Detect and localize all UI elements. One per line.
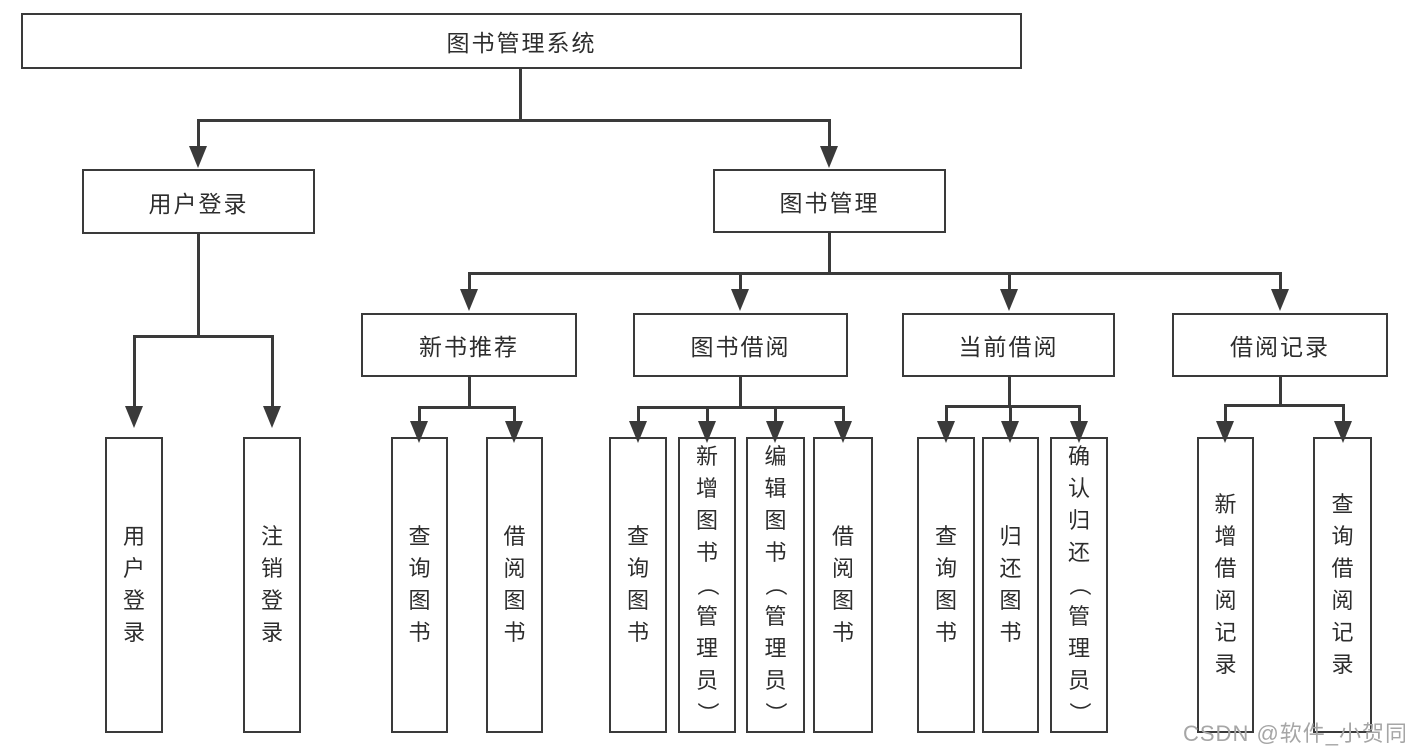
connector-root-stem xyxy=(519,68,522,121)
arrowhead-bb-edit xyxy=(766,421,784,443)
connector-arrow-shaft-current xyxy=(1008,272,1011,289)
leaf-query-books-borrowing: 查询图书 xyxy=(609,437,667,733)
arrowhead-bb-add xyxy=(698,421,716,443)
connector-arrow-shaft-rec-query xyxy=(1342,404,1345,422)
arrowhead-cb-query xyxy=(937,421,955,443)
arrowhead-bb-borrow xyxy=(834,421,852,443)
leaf-query-books-recommend: 查询图书 xyxy=(391,437,448,733)
node-new-book-recommendation: 新书推荐 xyxy=(361,313,577,377)
connector-arrow-shaft-borrowing xyxy=(739,272,742,289)
leaf-borrow-books-borrowing: 借阅图书 xyxy=(813,437,873,733)
leaf-confirm-return-admin: 确认归还（管理员） xyxy=(1050,437,1108,733)
connector-arrow-shaft-cb-confirm xyxy=(1078,405,1081,422)
arrowhead-records xyxy=(1271,289,1289,311)
connector-arrow-shaft-leaf-logout xyxy=(271,335,274,408)
connector-arrow-shaft-bb-add xyxy=(706,406,709,422)
watermark: CSDN @软件_小贺同学 xyxy=(1183,721,1405,746)
leaf-return-books: 归还图书 xyxy=(982,437,1039,733)
connector-arrow-shaft-cb-return xyxy=(1009,405,1012,422)
leaf-query-books-current: 查询图书 xyxy=(917,437,975,733)
connector-new-book-stem xyxy=(468,375,471,408)
connector-arrow-shaft-bb-edit xyxy=(774,406,777,422)
connector-arrow-shaft-nb-query xyxy=(418,406,421,422)
connector-arrow-shaft-bb-borrow xyxy=(842,406,845,422)
connector-arrow-shaft-new-book xyxy=(468,272,471,289)
leaf-add-books-admin: 新增图书（管理员） xyxy=(678,437,736,733)
node-book-management-branch: 图书管理 xyxy=(713,169,946,233)
connector-new-book-hline xyxy=(418,406,516,409)
leaf-borrow-books-recommend: 借阅图书 xyxy=(486,437,543,733)
node-borrowing-records: 借阅记录 xyxy=(1172,313,1388,377)
connector-arrow-shaft-records xyxy=(1279,272,1282,289)
arrowhead-current xyxy=(1000,289,1018,311)
leaf-query-borrow-record: 查询借阅记录 xyxy=(1313,437,1372,733)
arrowhead-leaf-logout xyxy=(263,406,281,428)
arrowhead-borrowing xyxy=(731,289,749,311)
connector-book-mgmt-hline xyxy=(468,272,1282,275)
connector-arrow-shaft-bb-query xyxy=(637,406,640,422)
connector-book-mgmt-stem xyxy=(828,231,831,274)
arrowhead-leaf-login xyxy=(125,406,143,428)
arrowhead-new-book xyxy=(460,289,478,311)
connector-arrow-shaft-book-mgmt xyxy=(828,119,831,146)
connector-records-hline xyxy=(1224,404,1344,407)
connector-arrow-shaft-nb-borrow xyxy=(513,406,516,422)
connector-current-stem xyxy=(1008,375,1011,407)
connector-arrow-shaft-rec-add xyxy=(1224,404,1227,422)
arrowhead-bb-query xyxy=(629,421,647,443)
arrowhead-book-mgmt xyxy=(820,146,838,168)
arrowhead-cb-confirm xyxy=(1070,421,1088,443)
node-current-borrowing: 当前借阅 xyxy=(902,313,1115,377)
connector-user-login-hline xyxy=(133,335,274,338)
connector-borrowing-stem xyxy=(739,375,742,408)
leaf-user-login: 用户登录 xyxy=(105,437,163,733)
connector-current-hline xyxy=(945,405,1081,408)
node-user-login-branch: 用户登录 xyxy=(82,169,315,234)
leaf-logout: 注销登录 xyxy=(243,437,301,733)
arrowhead-cb-return xyxy=(1001,421,1019,443)
connector-user-login-stem xyxy=(197,232,200,337)
connector-records-stem xyxy=(1279,375,1282,406)
leaf-add-borrow-record: 新增借阅记录 xyxy=(1197,437,1254,733)
node-book-borrowing: 图书借阅 xyxy=(633,313,848,377)
arrowhead-nb-borrow xyxy=(505,421,523,443)
connector-arrow-shaft-leaf-login xyxy=(133,335,136,408)
leaf-edit-books-admin: 编辑图书（管理员） xyxy=(746,437,805,733)
arrowhead-user-login xyxy=(189,146,207,168)
connector-level1-hline xyxy=(197,119,831,122)
connector-arrow-shaft-user-login xyxy=(197,119,200,146)
arrowhead-nb-query xyxy=(410,421,428,443)
arrowhead-rec-add xyxy=(1216,421,1234,443)
node-library-management-system: 图书管理系统 xyxy=(21,13,1022,69)
connector-arrow-shaft-cb-query xyxy=(945,405,948,422)
connector-borrowing-hline xyxy=(637,406,845,409)
arrowhead-rec-query xyxy=(1334,421,1352,443)
